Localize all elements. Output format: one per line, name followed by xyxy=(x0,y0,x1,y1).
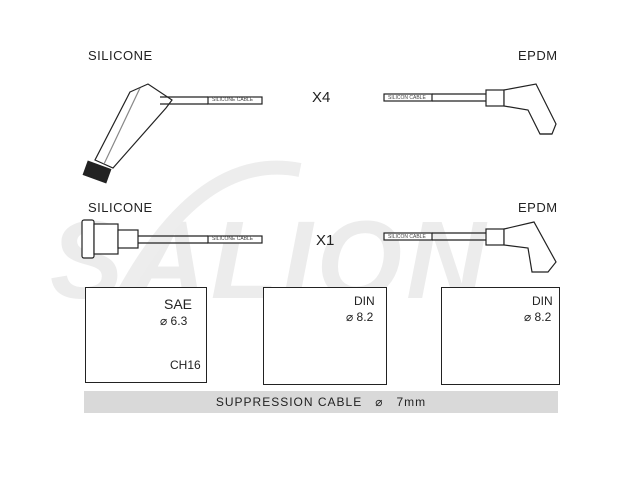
spark-plug-code: CH16 xyxy=(170,358,201,372)
spark-plug-standard: SAE xyxy=(164,296,193,312)
spark-plug-diameter: ⌀ 6.3 xyxy=(160,314,188,328)
spark-plug-box: SAE ⌀ 6.3 CH16 xyxy=(85,287,207,383)
cable-print-top-left: SILICONE CABLE xyxy=(212,97,254,103)
cable-print-mid-left: SILICONE CABLE xyxy=(212,236,254,242)
diameter-symbol: ⌀ xyxy=(375,395,384,409)
distributor-2-standard: DIN xyxy=(532,294,553,308)
quantity-bottom: X1 xyxy=(316,232,335,249)
watermark-swoosh xyxy=(113,160,302,304)
label-silicone-top: SILICONE xyxy=(88,48,153,63)
distributor-box-1: DIN ⌀ 8.2 xyxy=(263,287,387,385)
quantity-top: X4 xyxy=(312,89,331,106)
cable-size: 7mm xyxy=(396,395,427,409)
suppression-cable-bar: SUPPRESSION CABLE ⌀ 7mm xyxy=(84,391,558,413)
label-silicone-mid: SILICONE xyxy=(88,200,153,215)
distributor-1-diameter: ⌀ 8.2 xyxy=(346,310,374,324)
cable-print-mid-right: SILICON CABLE xyxy=(388,234,426,240)
straight-silicone-boot xyxy=(81,219,263,259)
cable-print-top-right: SILICON CABLE xyxy=(388,95,426,101)
angled-epdm-boot xyxy=(383,83,557,135)
label-epdm-mid: EPDM xyxy=(518,200,558,215)
label-epdm-top: EPDM xyxy=(518,48,558,63)
suppression-cable-text: SUPPRESSION CABLE xyxy=(215,395,363,409)
elbow-epdm-boot xyxy=(383,221,557,273)
angled-silicone-boot xyxy=(82,83,263,184)
distributor-2-diameter: ⌀ 8.2 xyxy=(524,310,552,324)
distributor-box-2: DIN ⌀ 8.2 xyxy=(441,287,560,385)
distributor-1-standard: DIN xyxy=(354,294,375,308)
